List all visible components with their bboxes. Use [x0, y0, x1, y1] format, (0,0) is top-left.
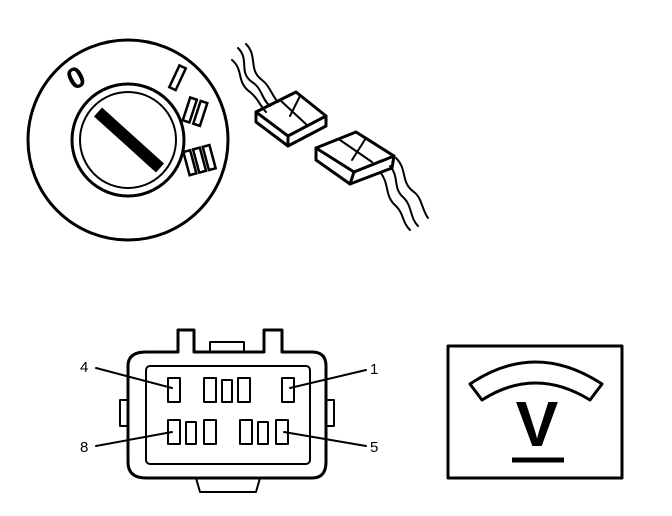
switch-outer-ring [26, 38, 230, 242]
connector-face: 4 1 8 5 [80, 328, 378, 493]
switch-inner-ring [70, 82, 186, 198]
position-mark-iii [181, 143, 218, 177]
leader-pin-5 [283, 431, 367, 447]
connector-housing [126, 328, 328, 480]
pin [221, 379, 233, 403]
pin [167, 377, 181, 403]
voltmeter-symbol: V [516, 388, 559, 460]
voltmeter-frame [446, 344, 624, 480]
connector-latch [209, 341, 245, 353]
pin-row-bottom [167, 419, 289, 445]
connector-side-tab-right [325, 399, 335, 427]
leader-pin-8 [95, 431, 173, 447]
voltmeter: V [446, 344, 624, 480]
pin [203, 377, 217, 403]
connector-inner-frame [145, 365, 311, 465]
voltmeter-scale-arc [468, 360, 604, 402]
pin [257, 421, 269, 445]
off-position-mark: 0 [61, 60, 91, 97]
wire [379, 171, 411, 231]
wire [237, 47, 271, 107]
pin-label-8: 8 [80, 439, 88, 456]
wire [245, 43, 279, 103]
connector-bottom-tab [195, 477, 261, 493]
harness-connector-lower [314, 130, 396, 186]
harness-connector-pair [231, 43, 429, 231]
key-slot [93, 107, 165, 173]
pin [203, 419, 217, 445]
ignition-switch: 0 [26, 38, 230, 242]
pin-label-1: 1 [370, 361, 378, 378]
leader-pin-4 [95, 367, 173, 389]
pin [237, 377, 251, 403]
pin [281, 377, 295, 403]
connector-side-tab-left [119, 399, 129, 427]
wire [395, 157, 429, 219]
leader-pin-1 [289, 369, 367, 389]
pin [239, 419, 253, 445]
lock-cylinder [79, 91, 177, 189]
pin [185, 421, 197, 445]
wire [231, 59, 267, 113]
wire [389, 165, 419, 227]
pin-row-top [167, 377, 295, 403]
position-mark-ii [181, 95, 209, 128]
harness-connector-upper [254, 90, 328, 148]
position-mark-i [167, 63, 188, 92]
pin-label-4: 4 [80, 359, 88, 376]
pin-label-5: 5 [370, 439, 378, 456]
